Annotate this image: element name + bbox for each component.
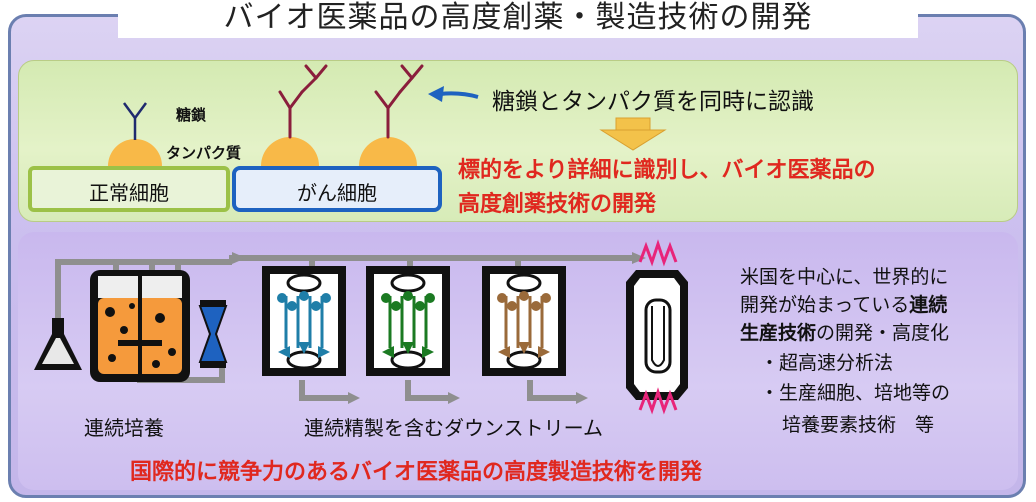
desc-line-1: 米国を中心に、世界的に [740, 266, 949, 288]
page-title: バイオ医薬品の高度創薬・製造技術の開発 [223, 0, 813, 35]
normal-cell-label: 正常細胞 [89, 181, 169, 205]
desc-line-3: 生産技術の開発・高度化 [740, 318, 949, 345]
goal-line-2: 高度創薬技術の開発 [458, 192, 657, 217]
recognition-arrow-icon [428, 86, 479, 102]
column-brown-icon [482, 266, 566, 376]
cell-bump-cancer-2 [359, 137, 417, 166]
receptor-normal-icon [122, 102, 148, 140]
cell-bump-normal [108, 139, 162, 166]
bioreactor-icon [90, 270, 190, 382]
cancer-cell-box: がん細胞 [232, 166, 442, 212]
flask-icon [34, 318, 82, 370]
receptor-cancer-1-icon [278, 64, 328, 139]
filter-icon [198, 300, 228, 368]
down-arrow-icon [599, 117, 667, 151]
continuous-culture-label: 連続培養 [84, 416, 164, 440]
normal-cell-box: 正常細胞 [28, 166, 230, 212]
bullet-1: ・超高速分析法 [760, 352, 894, 374]
cell-bump-cancer-1 [261, 137, 319, 166]
column-green-icon [366, 266, 450, 376]
formulation-device-icon [626, 239, 688, 415]
conclusion-text: 国際的に競争力のあるバイオ医薬品の高度製造技術を開発 [130, 460, 703, 485]
receptor-cancer-2-icon [374, 64, 424, 139]
downstream-label: 連続精製を含むダウンストリーム [304, 416, 603, 440]
desc-line-3-text: の開発・高度化 [816, 322, 950, 344]
bullet-2: ・生産細胞、培地等の [760, 382, 951, 404]
desc-line-2-text: 開発が始まっている [740, 294, 910, 316]
bullet-3: 培養要素技術 等 [782, 414, 935, 436]
recognition-text: 糖鎖とタンパク質を同時に認識 [492, 89, 814, 115]
title-background [118, 0, 918, 38]
sugar-chain-label: 糖鎖 [176, 106, 207, 124]
cancer-cell-label: がん細胞 [297, 181, 377, 205]
desc-line-2: 開発が始まっている連続 [740, 290, 947, 317]
goal-line-1: 標的をより詳細に識別し、バイオ医薬品の [458, 158, 876, 183]
column-blue-icon [262, 266, 346, 376]
desc-line-3-bold: 生産技術 [740, 322, 817, 344]
desc-line-2-bold: 連続 [909, 294, 948, 316]
protein-label: タンパク質 [166, 144, 242, 162]
